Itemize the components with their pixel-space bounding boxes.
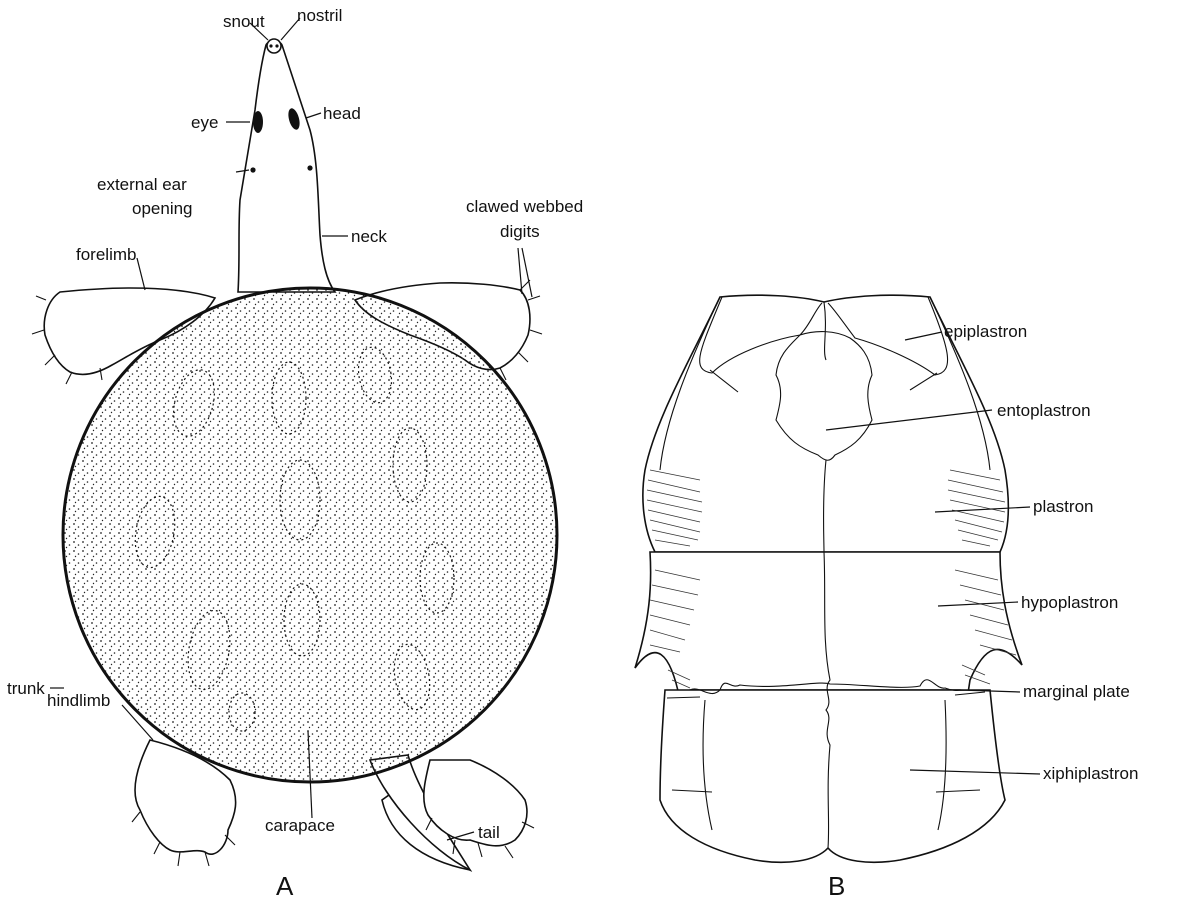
label-carapace: carapace xyxy=(265,816,335,835)
ear-opening-left xyxy=(250,167,255,172)
snout-tip xyxy=(267,39,281,53)
plastron-xiphi xyxy=(660,690,1005,862)
plastron-figure: epiplastron entoplastron plastron hypopl… xyxy=(635,295,1138,901)
label-snout: snout xyxy=(223,12,265,31)
label-neck: neck xyxy=(351,227,387,246)
neck-and-head xyxy=(238,41,335,292)
plastron-posterior xyxy=(635,552,1022,700)
label-external-ear-line1: external ear xyxy=(97,175,187,194)
label-head: head xyxy=(323,104,361,123)
label-forelimb: forelimb xyxy=(76,245,136,264)
label-hypoplastron: hypoplastron xyxy=(1021,593,1118,612)
label-entoplastron: entoplastron xyxy=(997,401,1091,420)
label-marginal-plate: marginal plate xyxy=(1023,682,1130,701)
label-plastron: plastron xyxy=(1033,497,1093,516)
left-eye xyxy=(253,111,263,133)
turtle-figure: snout nostril head eye external ear open… xyxy=(7,6,583,901)
label-epiplastron: epiplastron xyxy=(944,322,1027,341)
ear-opening-right xyxy=(307,165,312,170)
panel-label-a: A xyxy=(276,871,294,901)
label-xiphiplastron: xiphiplastron xyxy=(1043,764,1138,783)
label-trunk: trunk xyxy=(7,679,45,698)
label-clawed-line2: digits xyxy=(500,222,540,241)
label-tail: tail xyxy=(478,823,500,842)
label-hindlimb: hindlimb xyxy=(47,691,110,710)
label-external-ear-line2: opening xyxy=(132,199,193,218)
label-eye: eye xyxy=(191,113,218,132)
panel-label-b: B xyxy=(828,871,845,901)
label-clawed-line1: clawed webbed xyxy=(466,197,583,216)
label-nostril: nostril xyxy=(297,6,342,25)
